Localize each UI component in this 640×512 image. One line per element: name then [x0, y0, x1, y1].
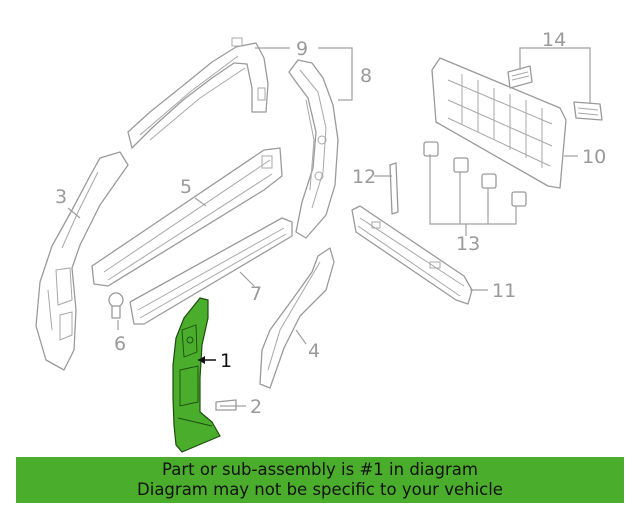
part-14-clips[interactable]	[507, 65, 603, 121]
part-2-clip[interactable]	[215, 399, 237, 411]
part-8-b-pillar[interactable]	[288, 59, 339, 239]
banner-line-2: Diagram may not be specific to your vehi…	[137, 480, 503, 499]
part-7-rocker-lower[interactable]	[129, 217, 293, 325]
callout-2[interactable]: 2	[250, 396, 262, 418]
callout-11[interactable]: 11	[492, 280, 516, 302]
part-10-back-panel[interactable]	[431, 57, 567, 189]
callout-6[interactable]: 6	[114, 333, 126, 355]
part-1-highlighted-panel[interactable]	[172, 297, 221, 453]
part-3-a-pillar[interactable]	[35, 151, 129, 371]
banner-line-1: Part or sub-assembly is #1 in diagram	[162, 460, 478, 479]
part-6-bolt[interactable]	[108, 292, 124, 319]
part-4-rear-pillar[interactable]	[259, 247, 335, 389]
callout-1[interactable]: 1	[220, 350, 232, 372]
callout-14[interactable]: 14	[542, 29, 566, 51]
callout-4[interactable]: 4	[308, 340, 320, 362]
callout-3[interactable]: 3	[55, 186, 67, 208]
callout-7[interactable]: 7	[250, 283, 262, 305]
callout-10[interactable]: 10	[582, 146, 606, 168]
callout-13[interactable]: 13	[456, 233, 480, 255]
part-13-brackets[interactable]	[423, 141, 527, 207]
callout-9[interactable]: 9	[296, 38, 308, 60]
part-12-strip[interactable]	[389, 162, 399, 215]
exploded-parts-diagram: 1 2 3 4 5 6 7 8 9 10 11 12 13 14	[35, 29, 606, 453]
part-9-roof-rail[interactable]	[127, 37, 269, 149]
part-5-rocker-upper[interactable]	[91, 147, 283, 287]
callout-12[interactable]: 12	[352, 166, 376, 188]
callout-8[interactable]: 8	[360, 65, 372, 87]
callout-1-arrow	[198, 356, 216, 364]
leader-lines	[67, 47, 591, 407]
part-11-rear-sill[interactable]	[351, 205, 473, 305]
callout-5[interactable]: 5	[180, 176, 192, 198]
info-banner: Part or sub-assembly is #1 in diagram Di…	[16, 457, 624, 503]
